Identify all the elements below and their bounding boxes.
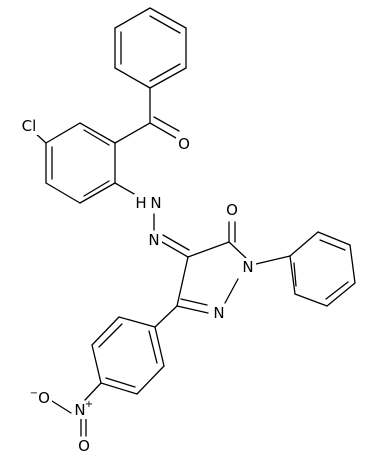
svg-text:H: H bbox=[135, 194, 146, 212]
atom-label-nitro-n: N + bbox=[72, 399, 94, 419]
benzoyl-carbonyl bbox=[114, 87, 180, 144]
svg-text:N: N bbox=[148, 231, 159, 249]
atom-label-pyrazolone-o: O bbox=[224, 201, 240, 219]
n-phenyl-ring bbox=[255, 231, 356, 307]
atom-label-nitro-o-double: O bbox=[76, 437, 92, 455]
benzoyl-phenyl-ring bbox=[114, 7, 187, 89]
svg-text:O: O bbox=[226, 201, 238, 219]
atom-label-benzoyl-o: O bbox=[176, 135, 192, 153]
svg-text:−: − bbox=[30, 388, 38, 399]
svg-text:N: N bbox=[242, 258, 253, 276]
svg-text:O: O bbox=[78, 437, 90, 455]
atom-label-hydrazone-n: N bbox=[146, 231, 162, 249]
nitrophenyl-ring bbox=[91, 305, 178, 395]
atom-label-ring-n1: N bbox=[240, 258, 256, 276]
atom-label-cl: Cl bbox=[17, 117, 41, 135]
atom-label-nitro-o-minus: − O bbox=[28, 388, 52, 407]
svg-text:N: N bbox=[213, 304, 224, 322]
atom-label-ring-n2: N bbox=[211, 304, 227, 322]
svg-text:O: O bbox=[38, 389, 50, 407]
atom-label-hn: H N bbox=[134, 194, 164, 212]
svg-text:O: O bbox=[178, 135, 190, 153]
chlorophenyl-ring bbox=[32, 122, 116, 204]
svg-text:Cl: Cl bbox=[22, 117, 37, 135]
svg-text:N: N bbox=[74, 401, 85, 419]
svg-text:N: N bbox=[150, 194, 161, 212]
pyrazolone-ring bbox=[176, 221, 247, 314]
nitro-group bbox=[51, 382, 102, 437]
svg-text:+: + bbox=[85, 399, 93, 410]
